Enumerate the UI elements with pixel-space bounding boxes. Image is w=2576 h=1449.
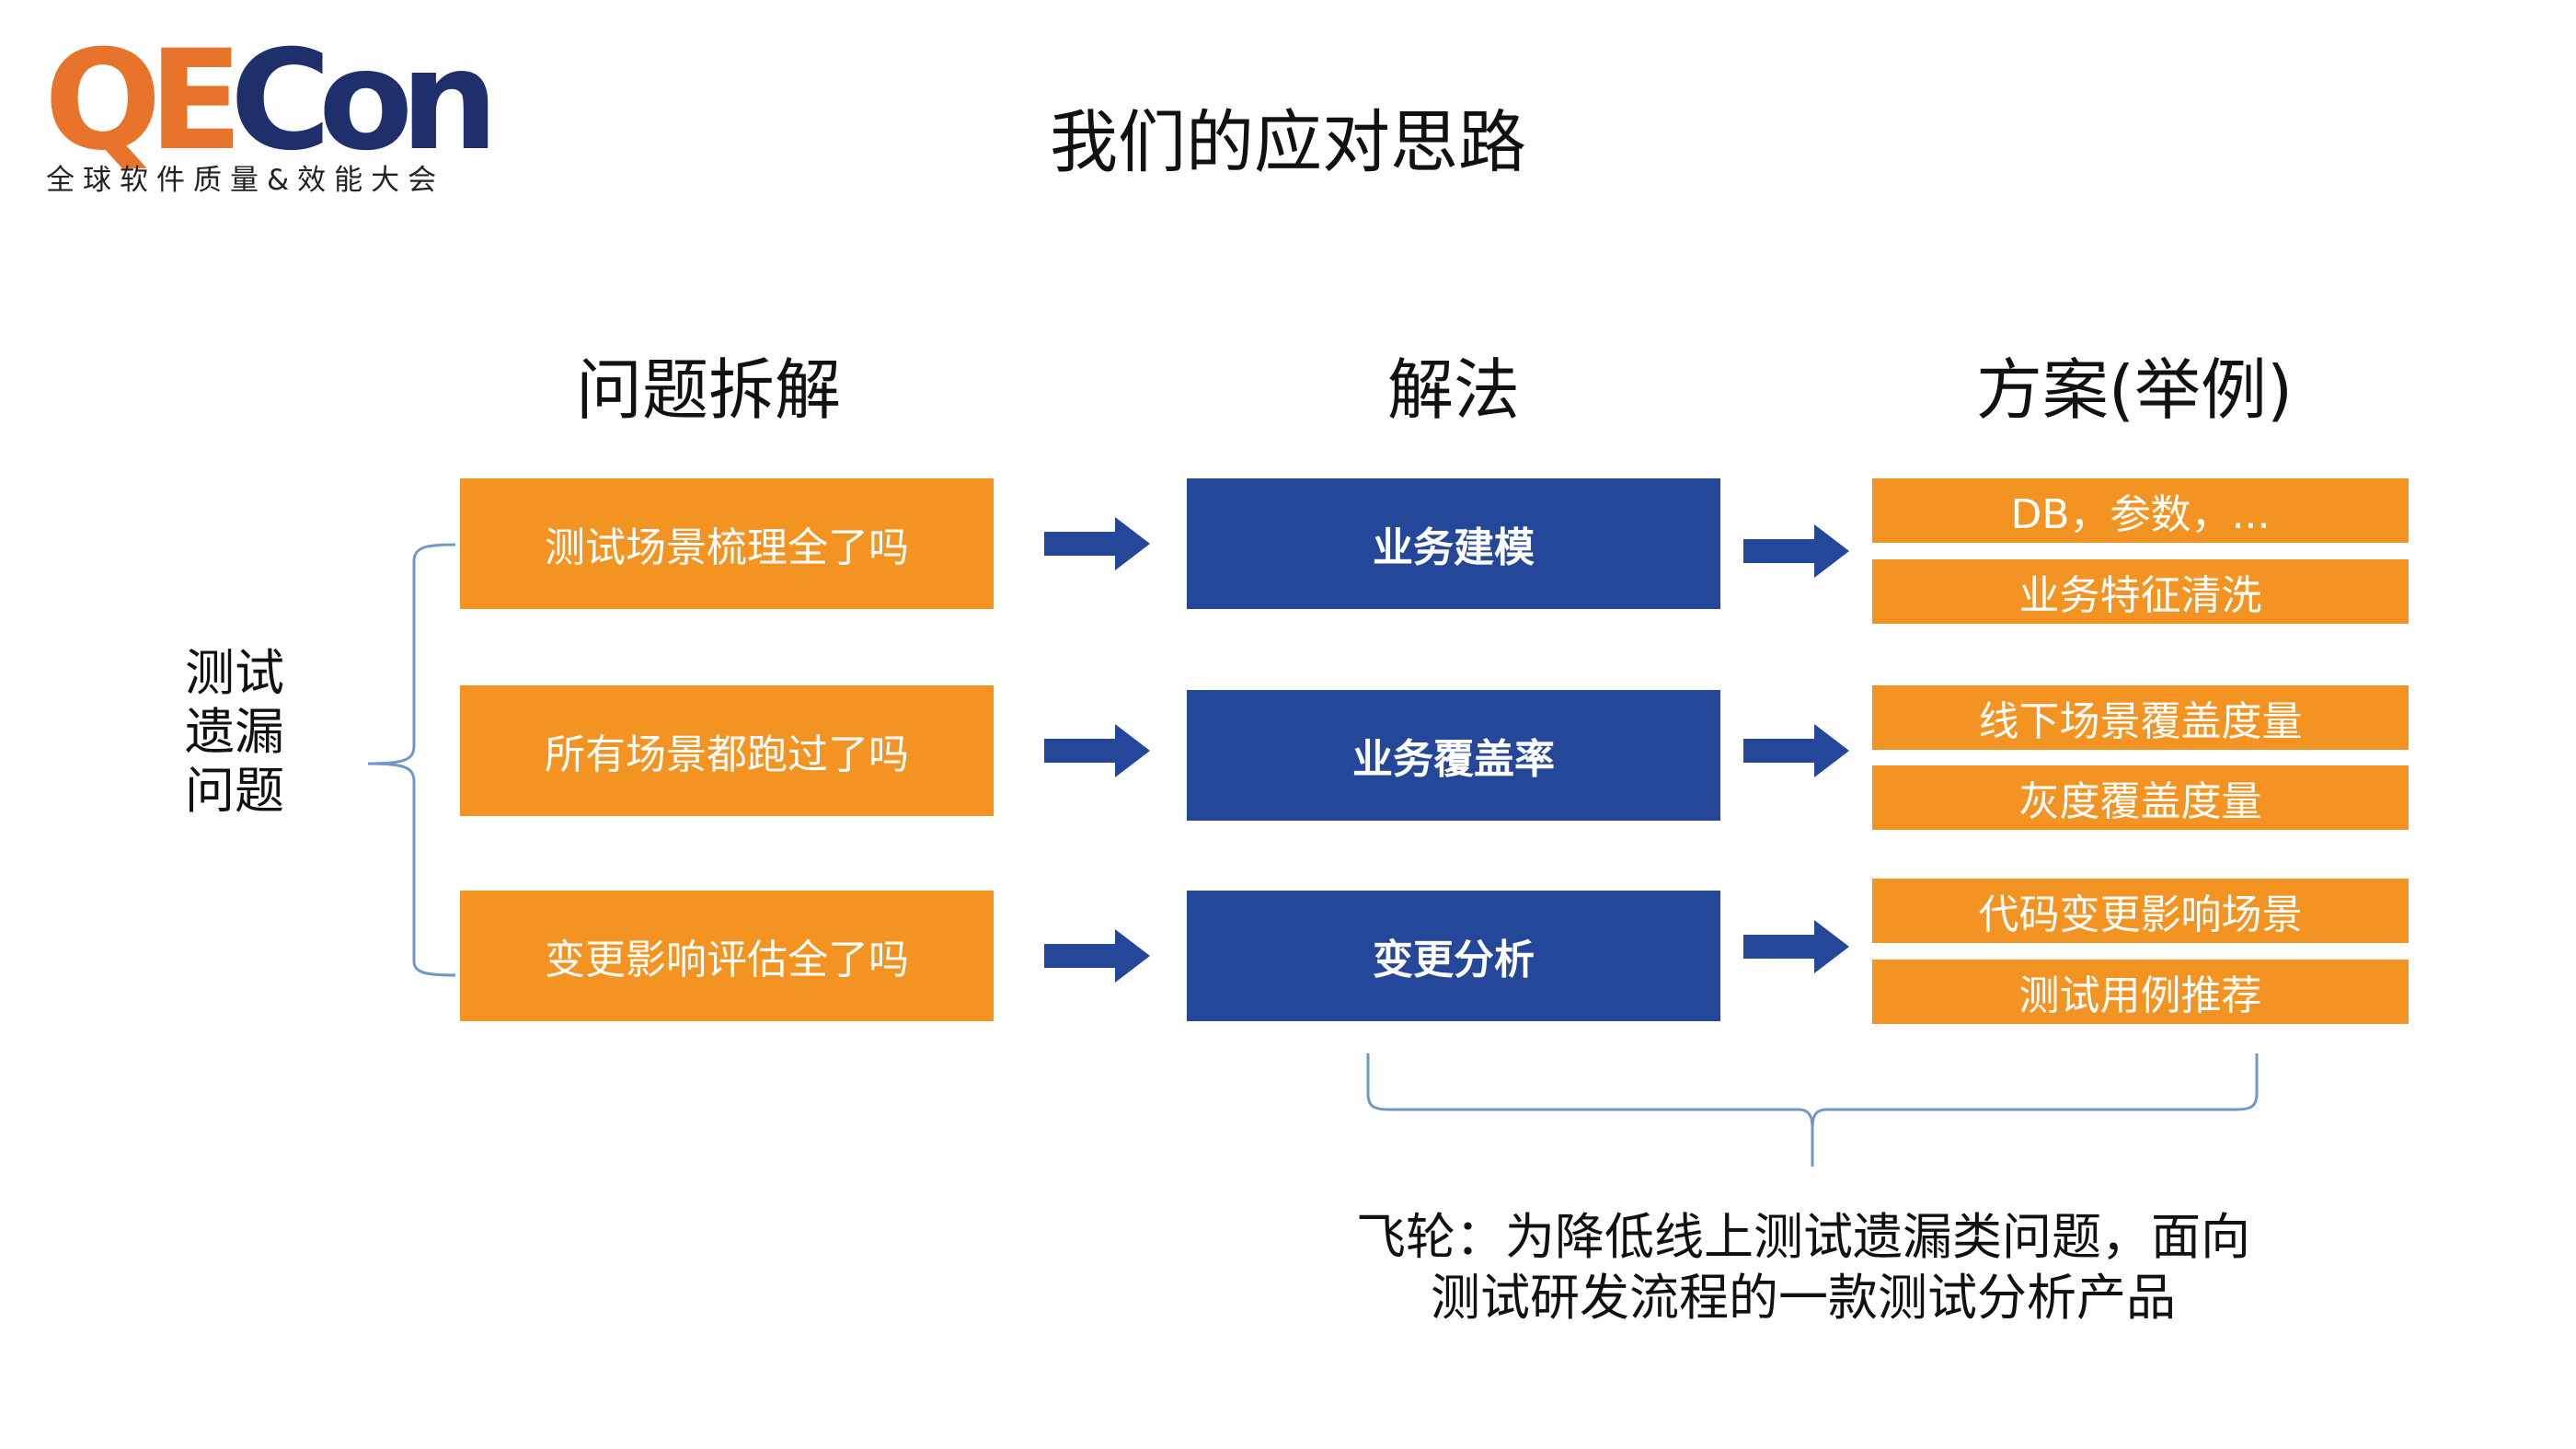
arrow-method-solution-1 [1743,524,1849,578]
left-label: 测试 遗漏 问题 [175,644,294,821]
column-header-solution: 方案(举例) [1975,351,2294,429]
arrow-method-solution-2 [1743,724,1849,777]
left-label-line-1: 测试 [185,644,284,702]
problem-box-2: 所有场景都跑过了吗 [460,685,994,816]
solution-box-3a: 代码变更影响场景 [1872,879,2409,943]
problem-box-1: 测试场景梳理全了吗 [460,478,994,609]
problem-box-3: 变更影响评估全了吗 [460,891,994,1021]
left-label-line-3: 问题 [185,762,284,820]
left-label-line-2: 遗漏 [185,703,284,761]
qecon-logo: QECon [44,32,499,170]
flywheel-line-2: 测试研发流程的一款测试分析产品 [1431,1269,2176,1327]
flywheel-line-1: 飞轮：为降低线上测试遗漏类问题，面向 [1356,1208,2250,1266]
method-box-3: 变更分析 [1187,891,1720,1021]
page-title: 我们的应对思路 [1050,103,1526,182]
solution-box-1b: 业务特征清洗 [1872,559,2409,624]
logo-tagline: 全球软件质量&效能大会 [46,164,445,197]
solution-box-2b: 灰度覆盖度量 [1872,765,2409,830]
column-header-method: 解法 [1386,351,1520,429]
left-brace [367,543,456,977]
arrow-problem-method-3 [1044,929,1150,983]
logo-word-qe: QE [44,21,243,181]
solution-box-1a: DB，参数，... [1872,478,2409,543]
column-header-problem: 问题拆解 [575,351,841,429]
solution-box-3b: 测试用例推荐 [1872,960,2409,1024]
arrow-problem-method-2 [1044,724,1150,777]
bottom-brace [1366,1053,2259,1167]
logo-word-con: Con [229,21,499,181]
arrow-method-solution-3 [1743,920,1849,973]
solution-box-2a: 线下场景覆盖度量 [1872,685,2409,750]
method-box-1: 业务建模 [1187,478,1720,609]
arrow-problem-method-1 [1044,517,1150,570]
method-box-2: 业务覆盖率 [1187,690,1720,821]
flywheel-caption: 飞轮：为降低线上测试遗漏类问题，面向 测试研发流程的一款测试分析产品 [1343,1207,2263,1328]
